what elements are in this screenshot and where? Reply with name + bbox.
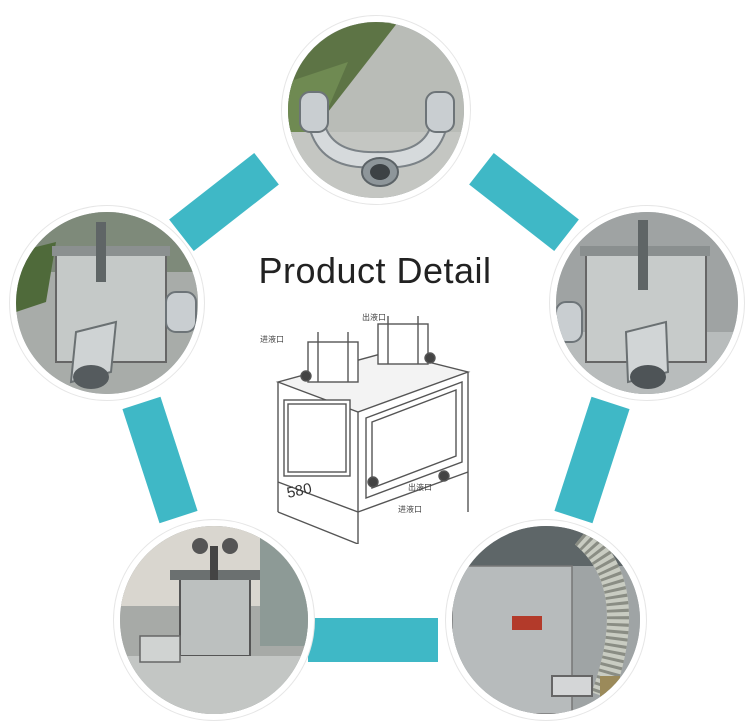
technical-drawing: 580 进液口 出液口 出液口 进液口 — [258, 312, 498, 544]
flexible-hose-connection-icon — [452, 526, 640, 714]
connector-bar-right — [554, 396, 630, 524]
photo-pipe-manifold — [282, 16, 470, 204]
callout-label: 进液口 — [260, 334, 284, 344]
page-title: Product Detail — [258, 250, 492, 291]
connector-bar-top-left — [169, 152, 279, 252]
steel-box-with-outlet-pipe-right-icon — [556, 212, 738, 394]
machine-on-frame-icon — [120, 526, 308, 714]
steel-box-with-outlet-pipe-left-icon — [16, 212, 198, 394]
callout-label: 出液口 — [408, 482, 432, 492]
photo-box-outlet-right — [550, 206, 744, 400]
photo-machine-frame — [114, 520, 314, 720]
connector-bar-top-right — [469, 152, 579, 252]
photo-flexible-hose — [446, 520, 646, 720]
callout-label: 进液口 — [398, 504, 422, 514]
stainless-steel-pipe-manifold-icon — [288, 22, 464, 198]
connector-bar-bottom — [308, 618, 438, 662]
dimension-label: 580 — [285, 480, 313, 502]
connector-bar-left — [122, 396, 198, 524]
callout-label: 出液口 — [362, 312, 386, 322]
photo-box-outlet-left — [10, 206, 204, 400]
